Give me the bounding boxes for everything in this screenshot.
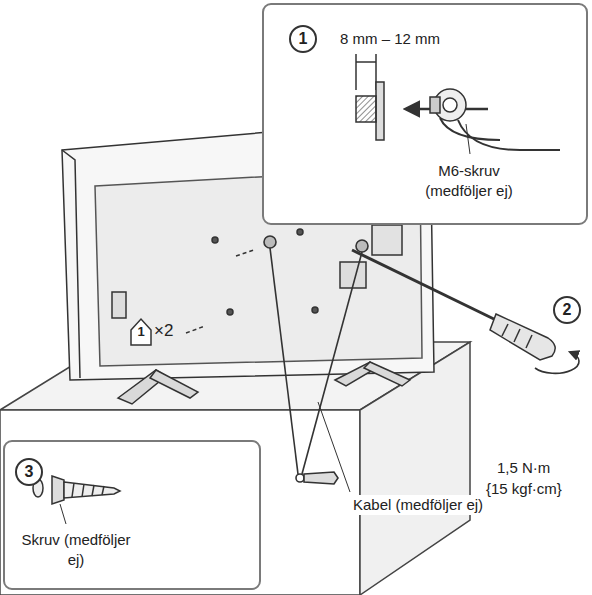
cable — [264, 236, 368, 492]
part-name: M6-skruv (medföljer ej) — [412, 161, 526, 201]
quantity: ×2 — [154, 321, 173, 341]
tv-stand — [118, 362, 410, 404]
torque-value: 1,5 N·m — [497, 458, 550, 478]
callout-number: 2 — [553, 296, 581, 324]
callout-number: 1 — [289, 25, 317, 53]
screw-detail — [356, 54, 560, 154]
callout-number: 1 — [131, 324, 151, 340]
torque-value: {15 kgf·cm} — [486, 479, 562, 499]
detail-panel: 3Skruv (medföljer ej) — [3, 440, 261, 590]
detail-panel: 1 8 mm – 12 mm M6-skruv (medföljer ej) — [262, 3, 588, 225]
inset-ground — [263, 4, 587, 224]
hole-icon — [131, 250, 254, 345]
dimension: 8 mm – 12 mm — [340, 29, 440, 49]
inset-ground — [4, 441, 260, 589]
part-name: Skruv (medföljer ej) — [17, 530, 135, 570]
callout-number: 3 — [15, 458, 43, 486]
screwdriver — [352, 250, 579, 373]
part-name: Kabel (medföljer ej) — [350, 495, 486, 515]
screw-detail — [33, 476, 120, 524]
